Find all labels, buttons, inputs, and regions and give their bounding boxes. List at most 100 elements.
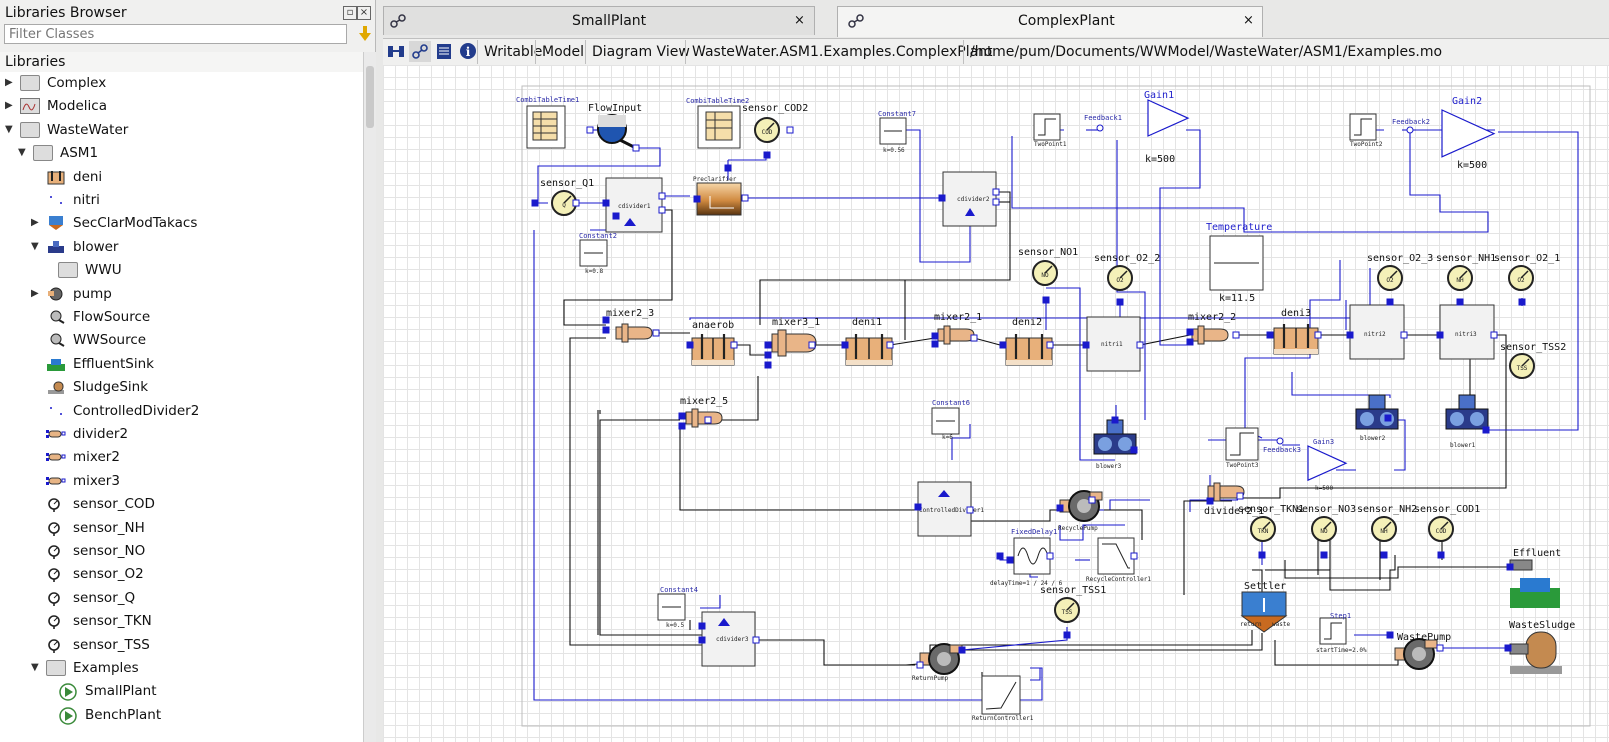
twopoint3-block[interactable] [1225, 427, 1259, 461]
connection-line[interactable] [1116, 140, 1146, 420]
connector-port[interactable] [841, 341, 849, 349]
connector-port[interactable] [992, 188, 1000, 196]
connector-port[interactable] [1258, 551, 1266, 559]
collapsed-arrow-icon[interactable]: ▶ [5, 77, 13, 88]
sensor-no1[interactable]: NO [1032, 260, 1058, 286]
step1-block[interactable] [1319, 617, 1347, 645]
constant7-block[interactable] [879, 117, 907, 145]
connector-port[interactable] [992, 198, 1000, 206]
connection-line[interactable] [1284, 560, 1510, 579]
nitri2-block[interactable] [1349, 304, 1405, 360]
sensor-o2-2[interactable]: O2 [1107, 265, 1133, 291]
tree-item-sensor-nh[interactable]: sensor_NH [0, 517, 363, 539]
mixer2-5[interactable] [685, 408, 723, 428]
connector-port[interactable] [886, 341, 894, 349]
connection-line[interactable] [758, 639, 915, 666]
filter-arrow-icon[interactable] [358, 25, 372, 43]
connector-port[interactable] [1186, 338, 1194, 346]
sensor-q1[interactable]: Q [551, 190, 577, 216]
effluent-sink[interactable] [1509, 559, 1560, 608]
connector-port[interactable] [730, 341, 738, 349]
return-controller1-block[interactable] [981, 675, 1021, 715]
combitable2-block[interactable] [697, 105, 741, 149]
tree-item-wwsource[interactable]: WWSource [0, 329, 363, 351]
connector-port[interactable] [724, 164, 732, 172]
waste-sludge-sink[interactable] [1509, 631, 1562, 674]
connection-line[interactable] [889, 337, 936, 346]
sensor-tss2[interactable]: TSS [1509, 353, 1535, 379]
connector-port[interactable] [1056, 504, 1064, 512]
connector-port[interactable] [752, 636, 760, 644]
collapsed-arrow-icon[interactable]: ▶ [31, 287, 39, 299]
connector-port[interactable] [1436, 644, 1444, 652]
connection-line[interactable] [599, 419, 702, 636]
connection-line[interactable] [1240, 334, 1507, 499]
gain3-block[interactable] [1307, 445, 1348, 482]
connector-port[interactable] [938, 194, 946, 202]
connection-line[interactable] [961, 627, 1068, 651]
connection-line[interactable] [886, 129, 971, 263]
tree-item-nitri[interactable]: nitri [0, 189, 363, 211]
feedback3-node[interactable] [1276, 437, 1284, 445]
connector-port[interactable] [966, 506, 974, 514]
connector-port[interactable] [999, 341, 1007, 349]
float-panel-button[interactable]: ▫ [343, 6, 357, 20]
tree-item-sensor-tkn[interactable]: sensor_TKN [0, 610, 363, 632]
connector-port[interactable] [970, 334, 978, 342]
connector-port[interactable] [1130, 446, 1138, 454]
tree-item-controlleddivider2[interactable]: ControlledDivider2 [0, 400, 363, 422]
connector-port[interactable] [686, 341, 694, 349]
tree-item-sensor-q[interactable]: sensor_Q [0, 587, 363, 609]
connector-port[interactable] [602, 316, 610, 324]
close-tab-button[interactable]: × [1243, 13, 1254, 28]
expanded-arrow-icon[interactable]: ▼ [31, 662, 39, 673]
feedback1-node[interactable] [1096, 124, 1104, 132]
connector-port[interactable] [1266, 331, 1274, 339]
sensor-tss1[interactable]: TSS [1054, 597, 1080, 623]
tab-smallplant[interactable]: SmallPlant × [383, 6, 815, 35]
connector-port[interactable] [1046, 341, 1054, 349]
connector-port[interactable] [1346, 331, 1354, 339]
connection-line[interactable] [533, 230, 1043, 701]
deni2-tank[interactable] [1005, 334, 1053, 366]
tree-item-sensor-no[interactable]: sensor_NO [0, 540, 363, 562]
connector-port[interactable] [1082, 341, 1090, 349]
connector-port[interactable] [1320, 551, 1328, 559]
waste-pump[interactable] [1394, 638, 1438, 670]
tree-item-wwu[interactable]: WWU [0, 259, 363, 281]
diagram-view-button[interactable] [409, 41, 431, 62]
connector-port[interactable] [1206, 497, 1214, 505]
connection-line[interactable] [1159, 129, 1201, 346]
connector-port[interactable] [1386, 631, 1394, 639]
connector-port[interactable] [1437, 551, 1445, 559]
tab-complexplant[interactable]: ComplexPlant × [837, 6, 1263, 37]
connector-port[interactable] [531, 199, 539, 207]
icon-view-button[interactable] [385, 41, 407, 62]
connector-port[interactable] [1088, 496, 1096, 504]
connection-line[interactable] [1046, 287, 1115, 461]
settler-block[interactable] [1240, 591, 1288, 633]
diagram-svg[interactable]: CombiTableTime1FlowInputCombiTableTime2C… [383, 65, 1609, 742]
connector-port[interactable] [996, 552, 1004, 560]
connector-port[interactable] [808, 341, 816, 349]
connector-port[interactable] [763, 151, 771, 159]
connector-port[interactable] [1046, 552, 1054, 560]
connection-line[interactable] [951, 424, 971, 460]
connection-line[interactable] [962, 633, 1263, 651]
connector-port[interactable] [698, 622, 706, 630]
filter-classes-input[interactable] [4, 24, 347, 44]
connector-port[interactable] [678, 412, 686, 420]
connection-line[interactable] [689, 268, 1371, 320]
connector-port[interactable] [1506, 563, 1514, 571]
temperature-block[interactable] [1209, 235, 1264, 291]
connector-port[interactable] [1130, 552, 1138, 560]
tree-item-modelica[interactable]: ▶Modelica [0, 95, 363, 117]
connector-port[interactable] [1006, 556, 1014, 564]
recycle-controller1-block[interactable] [1097, 537, 1135, 575]
connector-port[interactable] [612, 212, 620, 220]
connector-port[interactable] [786, 126, 794, 134]
connector-port[interactable] [1116, 298, 1124, 306]
connector-port[interactable] [632, 144, 640, 152]
deni1-tank[interactable] [845, 334, 893, 366]
